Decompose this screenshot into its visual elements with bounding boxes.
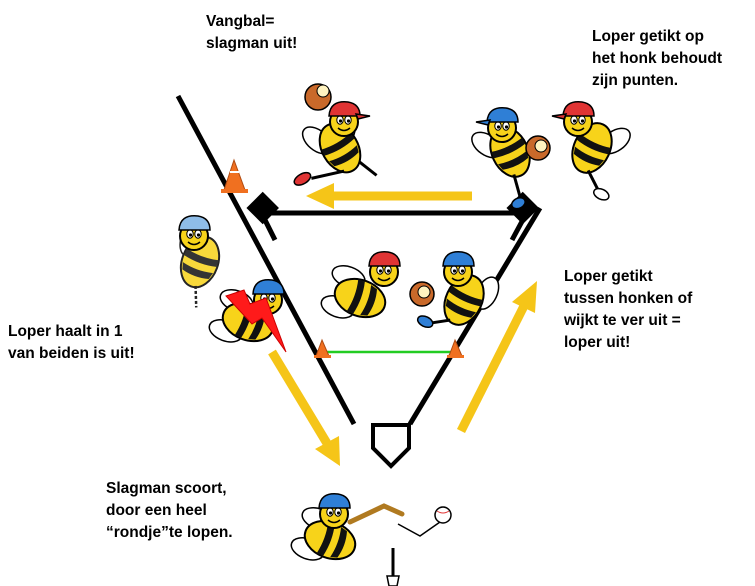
cone-icon [221,158,248,193]
runner-head [252,279,285,315]
caption-line: Loper getikt op [592,28,704,45]
third-base-foul-line [175,94,357,426]
overtake-caption: Loper haalt in 1 van beiden is uit! [8,321,135,365]
catcher-head [328,101,371,137]
arrow-third-to-home [268,349,340,466]
field-lines [175,94,543,426]
caption-line: wijkt te ver uit = [564,312,681,329]
cone-icon [447,338,464,358]
caption-line: zijn punten. [592,72,679,89]
catch-out-caption: Vangbal= slagman uit! [206,11,297,55]
caption-line: Loper haalt in 1 [8,323,123,340]
glove-icon [304,83,332,111]
fielder-head [475,107,519,143]
caption-line: Vangbal= [206,13,275,30]
home-run-caption: Slagman scoort, door een heel “rondje”te… [106,478,233,544]
glove-icon [409,281,435,307]
home-plate-icon [371,423,411,469]
cone-icon [314,338,331,358]
bases [246,191,539,469]
runner-head [368,251,401,287]
caption-line: slagman uit! [206,35,298,52]
fielder-head [442,251,475,287]
glove-icon [525,135,551,161]
running-arrows [268,183,537,466]
runner-head [551,101,595,137]
ghost-runner-bee-icon [173,219,227,308]
batter-head [318,493,351,529]
tagged-between-bases-caption: Loper getikt tussen honken of wijkt te v… [564,266,692,354]
caption-line: “rondje”te lopen. [106,524,233,541]
tagged-on-base-caption: Loper getikt op het honk behoudt zijn pu… [592,26,722,92]
base-icon [246,191,279,225]
caption-line: van beiden is uit! [8,345,135,362]
arrow-home-to-first [456,281,537,434]
fielder-bee-icon [466,119,539,210]
catcher-bee-icon [293,105,378,186]
bat-icon [347,503,441,537]
arrow-first-to-second [306,183,472,209]
cones [221,158,464,358]
fielder-bee-icon [416,267,505,333]
caption-line: tussen honken of [564,290,693,307]
lightning-icon [225,289,287,353]
batting-tee-icon [386,548,400,586]
caption-line: Slagman scoort, [106,480,227,497]
caption-line: door een heel [106,502,207,519]
caption-line: het honk behoudt [592,50,723,67]
ball-icon [434,506,452,524]
runner-bee-icon [563,115,636,201]
ghost-runner-head [178,215,211,251]
caption-line: Loper getikt [564,268,653,285]
caption-line: loper uit! [564,334,631,351]
